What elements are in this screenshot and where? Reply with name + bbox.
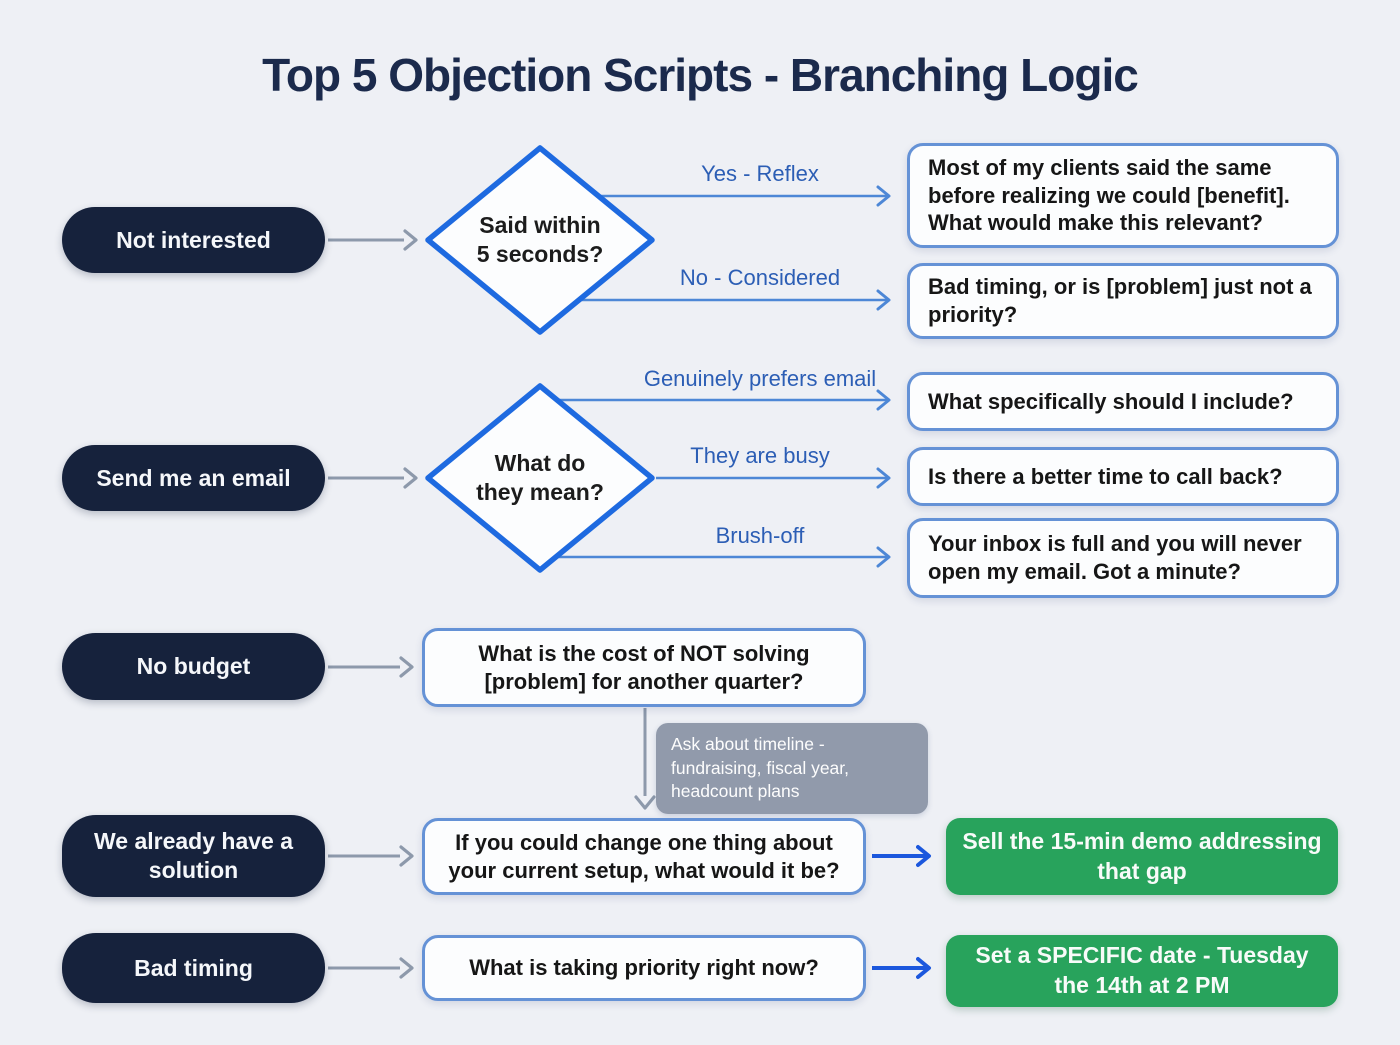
script-box-inbox-full: Your inbox is full and you will never op… [907, 518, 1339, 598]
branch-label-brush-off: Brush-off [715, 523, 805, 548]
decision-diamond-what-do-they-mean [425, 383, 655, 573]
objection-pill-bad-timing: Bad timing [62, 933, 325, 1003]
objection-pill-no-budget: No budget [62, 633, 325, 700]
branch-label-prefers-email: Genuinely prefers email [643, 366, 877, 391]
script-box-bad-timing-priority: Bad timing, or is [problem] just not a p… [907, 263, 1339, 339]
branch-label-yes-reflex: Yes - Reflex [701, 161, 819, 186]
branch-label-they-are-busy: They are busy [690, 443, 830, 468]
note-ask-about-timeline: Ask about timeline - fundraising, fiscal… [656, 723, 928, 814]
branch-arrows [557, 185, 891, 568]
decision-text-what-do-they-mean: What do they mean? [476, 450, 604, 505]
script-box-change-one-thing: If you could change one thing about your… [422, 818, 866, 895]
script-box-better-time: Is there a better time to call back? [907, 447, 1339, 506]
decision-text-said-within-5s: Said within 5 seconds? [476, 212, 604, 267]
script-box-taking-priority: What is taking priority right now? [422, 935, 866, 1001]
decision-diamond-said-within-5s [425, 145, 655, 335]
script-box-most-clients: Most of my clients said the same before … [907, 143, 1339, 248]
action-box-set-specific-date: Set a SPECIFIC date - Tuesday the 14th a… [946, 935, 1338, 1007]
branch-label-no-considered: No - Considered [679, 265, 841, 290]
objection-pill-already-have-solution: We already have a solution [62, 815, 325, 897]
script-box-cost-of-not-solving: What is the cost of NOT solving [problem… [422, 628, 866, 707]
objection-pill-not-interested: Not interested [62, 207, 325, 273]
script-box-what-include: What specifically should I include? [907, 372, 1339, 431]
action-box-sell-demo: Sell the 15-min demo addressing that gap [946, 818, 1338, 895]
action-arrows [872, 845, 931, 979]
gray-arrows [328, 229, 656, 979]
page-title: Top 5 Objection Scripts - Branching Logi… [262, 49, 1139, 101]
objection-pill-send-email: Send me an email [62, 445, 325, 511]
